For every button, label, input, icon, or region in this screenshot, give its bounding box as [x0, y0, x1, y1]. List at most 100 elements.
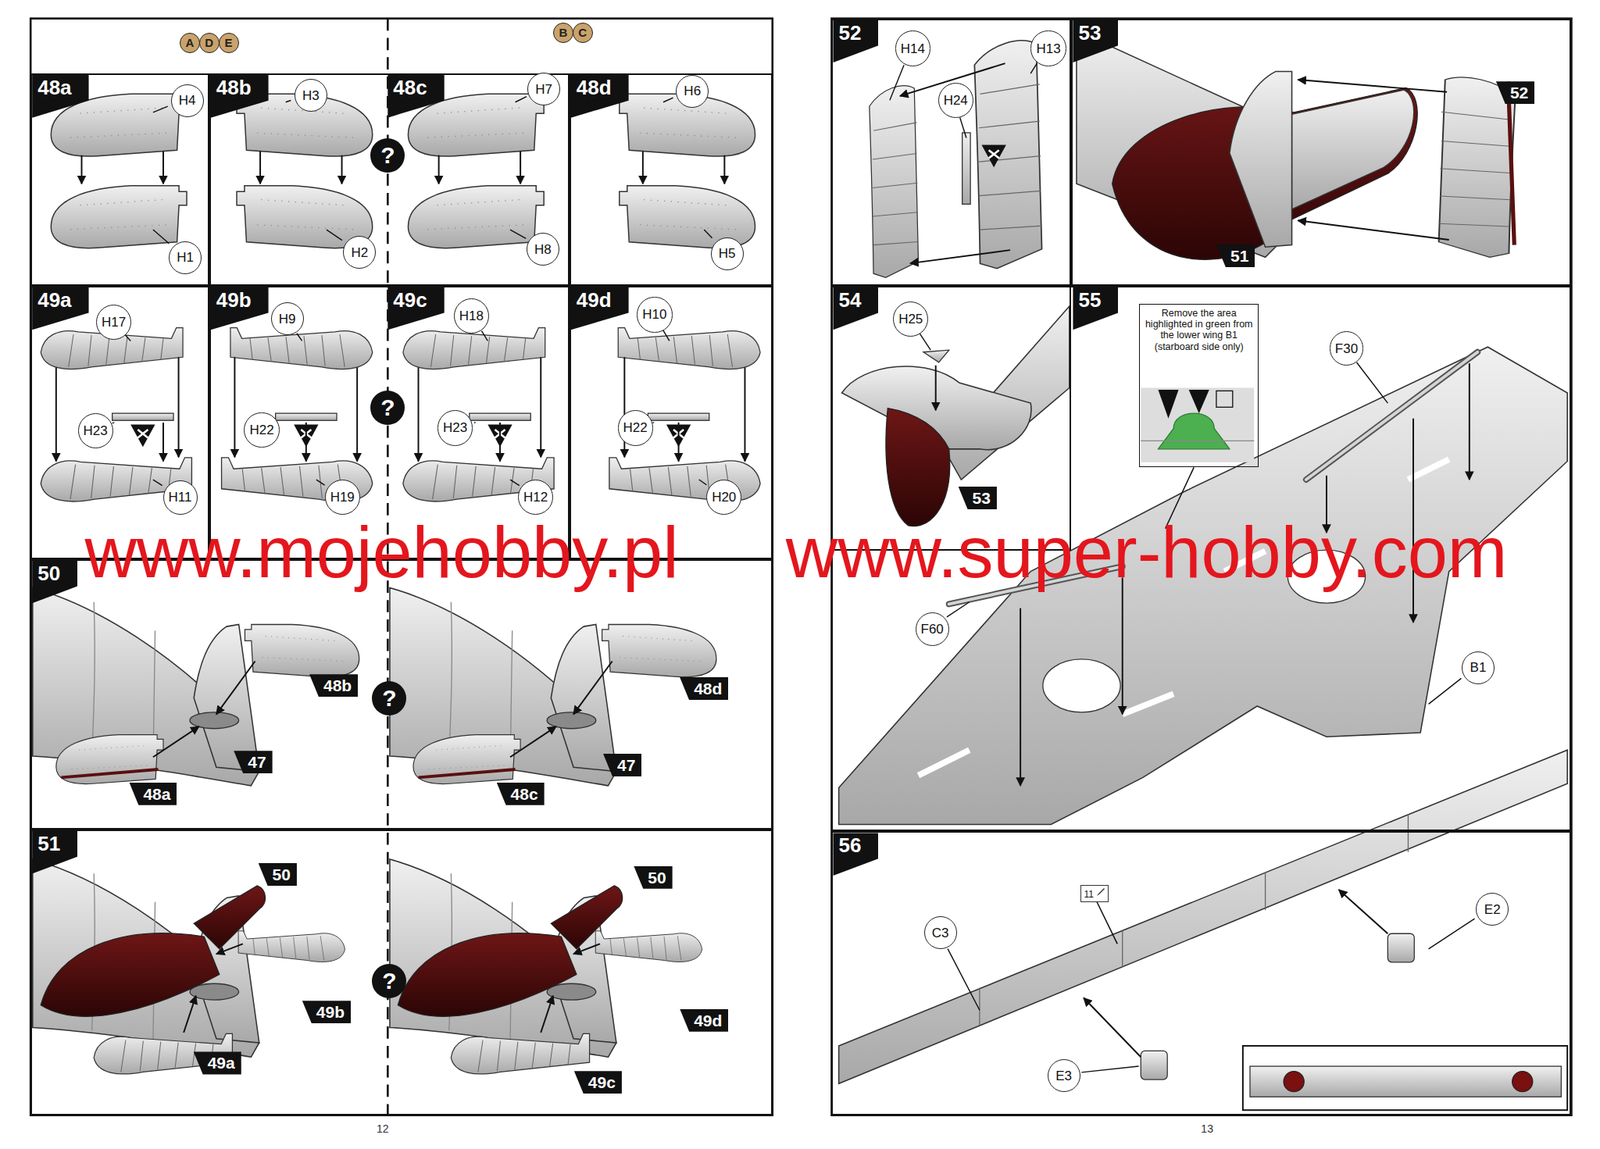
callout-text: ? [382, 969, 397, 993]
label-holder: www.mojehobby.pl [84, 516, 679, 589]
step-number: 48b [210, 75, 269, 118]
line-art [869, 85, 919, 279]
callout-text: H19 [330, 490, 355, 504]
callout-text: 11 [1084, 889, 1094, 900]
line-art [1297, 79, 1449, 240]
line-art [1140, 440, 1254, 442]
version-marker: D [199, 32, 220, 54]
callout-text: ? [380, 143, 395, 168]
option-marker: ? [370, 138, 405, 173]
line-art [539, 357, 542, 458]
line-art [30, 18, 1572, 1116]
line-art [595, 931, 702, 963]
leader-line [699, 479, 708, 486]
line-art [469, 413, 531, 421]
callout-text: H22 [249, 423, 274, 437]
line-art [244, 625, 359, 678]
part-callout: H14 [895, 30, 931, 66]
callout-text: H23 [83, 424, 108, 438]
leader-line [946, 602, 970, 618]
watermark: www.mojehobby.pl [84, 516, 679, 589]
callout-text: H3 [302, 89, 320, 103]
version-marker: C [572, 22, 593, 43]
step-number: 48a [32, 75, 89, 118]
part-callout: H22 [243, 412, 279, 448]
line-art [900, 63, 1011, 264]
line-art [450, 1033, 590, 1075]
callout-text: H8 [534, 242, 552, 257]
callout-text: H2 [351, 246, 369, 260]
leader-line [663, 329, 670, 341]
line-art [389, 859, 617, 1058]
step-number: 55 [1072, 287, 1118, 331]
leader-line [960, 117, 967, 139]
step-number: 51 [32, 831, 78, 875]
label-holder: 48b [309, 674, 358, 697]
part-callout: H1 [168, 241, 202, 275]
line-art [935, 365, 937, 411]
label-holder: 50 [633, 866, 672, 890]
part-callout: H2 [342, 235, 376, 269]
line-art [162, 150, 165, 184]
line-art [642, 150, 644, 184]
leader-line [1081, 1066, 1139, 1073]
subassembly-tag: 50 [258, 863, 297, 886]
part-callout: H10 [636, 296, 672, 333]
callout-text: ? [380, 396, 395, 420]
part-callout: H23 [78, 413, 114, 449]
line-art [519, 150, 522, 184]
subassembly-tag: 50 [633, 866, 672, 890]
part-callout: H17 [96, 304, 132, 340]
callout-text: H7 [535, 82, 553, 97]
label-holder: 47 [233, 750, 272, 774]
callout-text: H11 [168, 490, 193, 504]
part-callout: F60 [915, 612, 950, 647]
line-art [1292, 89, 1415, 210]
line-art [233, 357, 236, 458]
page-number: 13 [1200, 1123, 1214, 1136]
line-art [55, 367, 58, 461]
line-art [30, 18, 773, 1116]
line-art [743, 367, 746, 461]
subassembly-tag: 49d [679, 1009, 729, 1033]
callout-text: H5 [718, 246, 736, 261]
line-art [407, 185, 544, 249]
line-art [1140, 387, 1254, 462]
label-holder: 13 [1200, 1121, 1214, 1136]
line-art [910, 250, 1011, 264]
line-art [259, 150, 261, 184]
leader-line [153, 479, 163, 486]
line-art [1507, 82, 1515, 246]
note-box: Remove the area highlighted in green fro… [1139, 303, 1259, 468]
line-art [1019, 608, 1022, 786]
option-marker: ? [371, 681, 407, 716]
subassembly-tag: 52 [1496, 81, 1535, 104]
callout-text: H10 [642, 307, 667, 322]
leader-line [316, 479, 325, 486]
line-art [403, 328, 546, 370]
line-art [962, 132, 971, 204]
callout-text: B1 [1470, 660, 1487, 675]
part-callout: H11 [163, 480, 198, 515]
line-art [1096, 902, 1118, 945]
label-holder: 48a [128, 782, 177, 806]
callout-text: A [185, 36, 195, 49]
line-art [341, 155, 343, 185]
callout-text: H20 [711, 490, 736, 504]
line-art [979, 814, 1409, 1025]
callout-text: E [225, 36, 233, 49]
label-holder: 50 [258, 863, 297, 886]
line-art [885, 408, 950, 527]
brush-icon [1096, 888, 1105, 897]
version-marker: B [553, 22, 574, 43]
leader-line [663, 97, 674, 103]
label-holder: 53 [958, 486, 997, 510]
callout-text: H14 [900, 42, 925, 56]
part-callout: H4 [171, 84, 204, 118]
callout-text: H4 [178, 93, 197, 108]
leader-line [153, 229, 169, 244]
step-number: 50 [32, 560, 78, 604]
callout-text: E2 [1484, 903, 1501, 917]
label-holder: 49c [574, 1071, 622, 1094]
